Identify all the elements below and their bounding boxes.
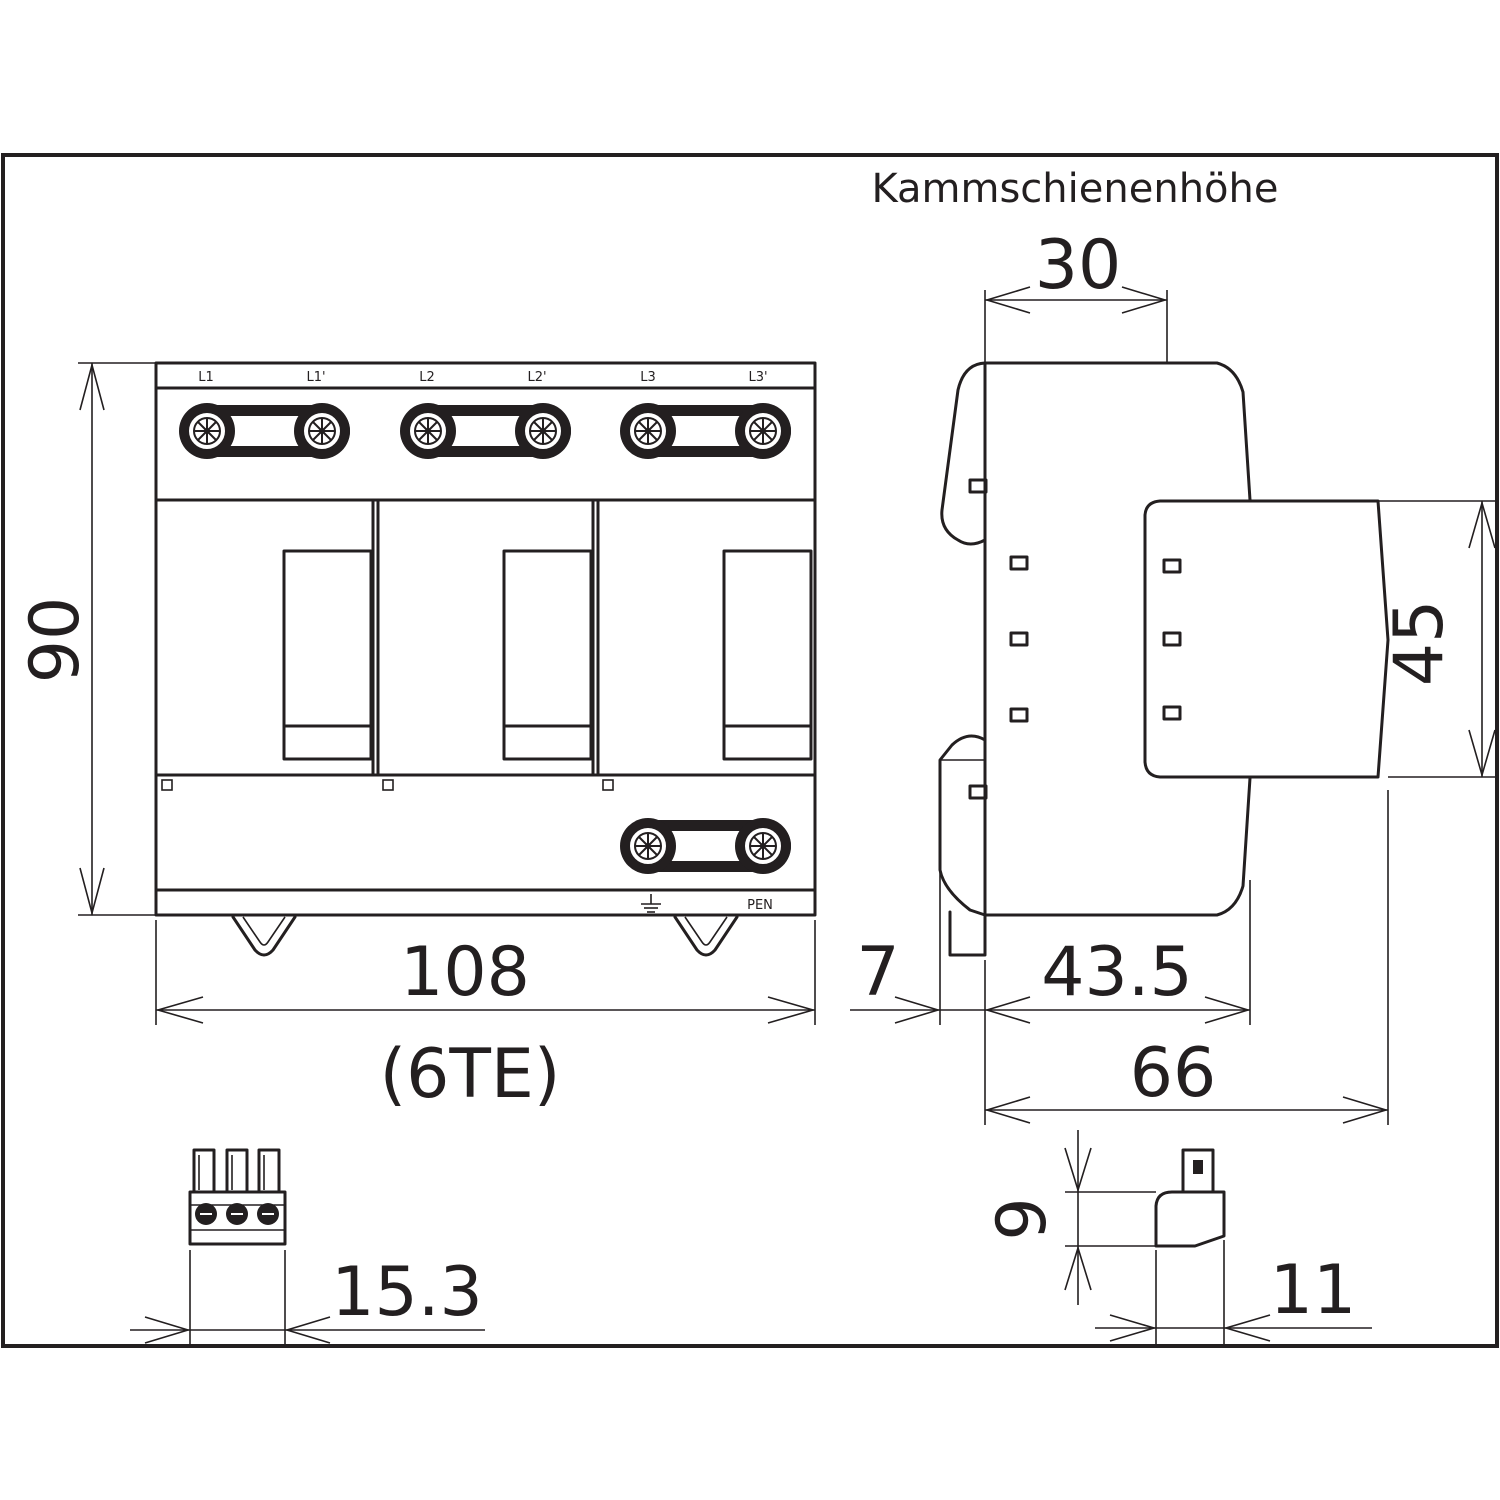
screw-terminal-icon (734, 817, 792, 875)
screw-terminal-icon (619, 817, 677, 875)
front-view (154, 361, 817, 957)
screw-terminal-icon (399, 402, 457, 460)
dimension-11 (1095, 1240, 1372, 1345)
dimension-30-label: 30 (1035, 226, 1122, 305)
dimension-30 (984, 286, 1168, 363)
terminal-label-l1: L1 (198, 370, 214, 385)
terminal-label-l2: L2 (419, 370, 435, 385)
plug-connector-front (188, 1148, 287, 1246)
dimension-15-3-label: 15.3 (331, 1253, 482, 1332)
dimension-15-3 (130, 1250, 485, 1345)
dimension-9 (1064, 1130, 1156, 1305)
dimension-43-5 (984, 880, 1251, 1125)
dimension-9-label: 9 (983, 1197, 1062, 1240)
dimension-90-label: 90 (16, 597, 95, 684)
drawing-frame (1, 153, 1499, 1348)
dimension-7 (850, 860, 985, 1025)
terminal-label-l3: L3 (640, 370, 656, 385)
ground-symbol-icon (641, 894, 661, 913)
dimension-90 (78, 361, 156, 917)
screw-terminal-icon (619, 402, 677, 460)
screw-terminal-icon (514, 402, 572, 460)
dimension-108-label: 108 (400, 933, 530, 1012)
terminal-label-l1p: L1' (306, 370, 325, 385)
terminal-label-l3p: L3' (748, 370, 767, 385)
plug-connector-side (1154, 1148, 1226, 1248)
dimension-43-5-label: 43.5 (1041, 933, 1192, 1012)
terminal-label-l2p: L2' (527, 370, 546, 385)
dimension-66-label: 66 (1130, 1034, 1217, 1113)
comb-height-title: Kammschienenhöhe (872, 166, 1279, 212)
dimension-45-label: 45 (1380, 600, 1459, 687)
dimension-11-label: 11 (1270, 1251, 1357, 1330)
screw-terminal-icon (734, 402, 792, 460)
screw-terminal-icon (293, 402, 351, 460)
dimension-66 (984, 790, 1389, 1125)
screw-terminal-icon (178, 402, 236, 460)
dimension-45 (1378, 500, 1496, 778)
dimension-108 (155, 920, 816, 1025)
dimension-7-label: 7 (856, 933, 899, 1012)
side-view (938, 361, 1390, 957)
dimension-6te-label: (6TE) (380, 1035, 561, 1114)
terminal-label-pen: PEN (747, 898, 773, 913)
